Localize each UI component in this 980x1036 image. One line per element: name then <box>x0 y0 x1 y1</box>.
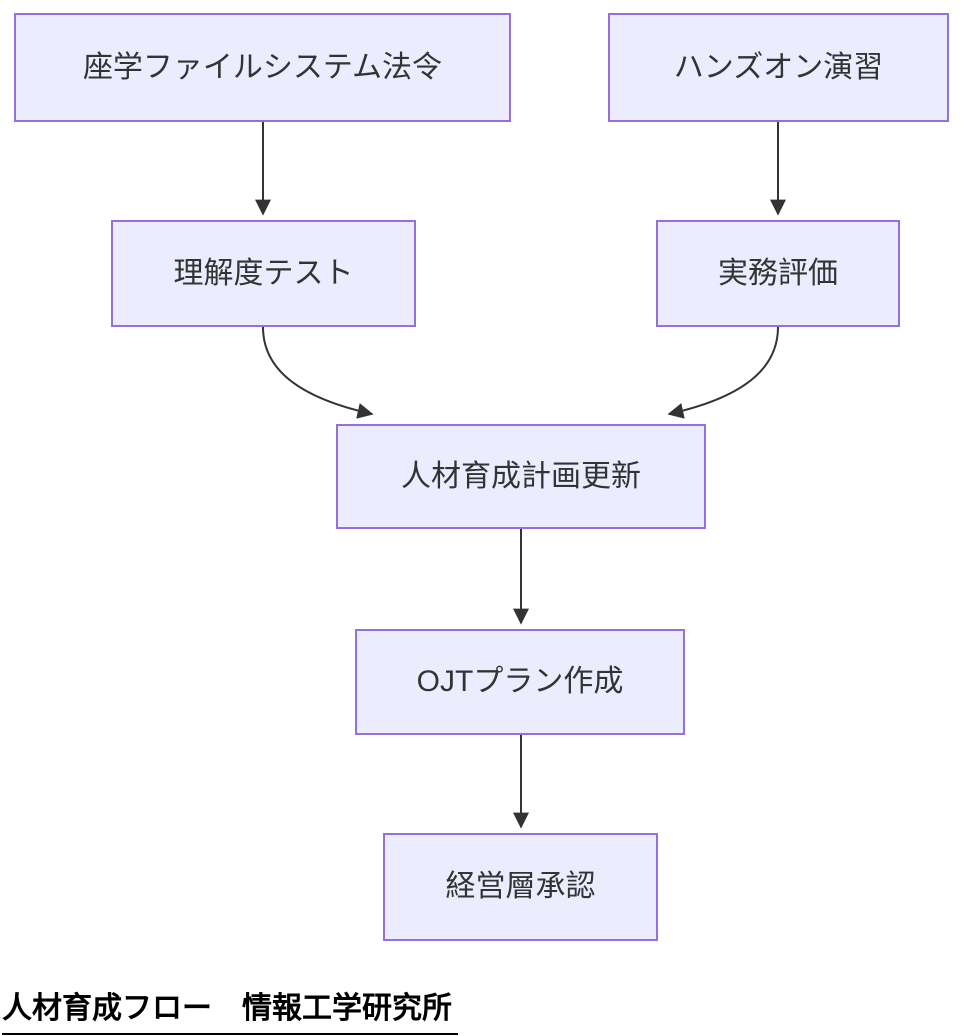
node-plan: 人材育成計画更新 <box>336 424 706 529</box>
node-ojt-label: OJTプラン作成 <box>416 665 624 698</box>
node-plan-label: 人材育成計画更新 <box>401 459 641 493</box>
node-eval-label: 実務評価 <box>718 256 838 290</box>
edge-eval-plan <box>667 326 779 419</box>
diagram-caption: 人材育成フロー 情報工学研究所 <box>2 983 458 1035</box>
node-ojt: OJTプラン作成 <box>355 629 685 735</box>
node-eval: 実務評価 <box>656 220 900 327</box>
node-handson: ハンズオン演習 <box>608 13 949 122</box>
node-approval: 経営層承認 <box>383 833 658 941</box>
node-seminar: 座学ファイルシステム法令 <box>14 13 511 122</box>
edge-test-plan <box>262 326 374 419</box>
node-test: 理解度テスト <box>111 220 416 327</box>
node-seminar-label: 座学ファイルシステム法令 <box>82 50 443 84</box>
node-handson-label: ハンズオン演習 <box>673 50 884 84</box>
node-approval-label: 経営層承認 <box>445 870 596 903</box>
node-test-label: 理解度テスト <box>173 256 354 290</box>
